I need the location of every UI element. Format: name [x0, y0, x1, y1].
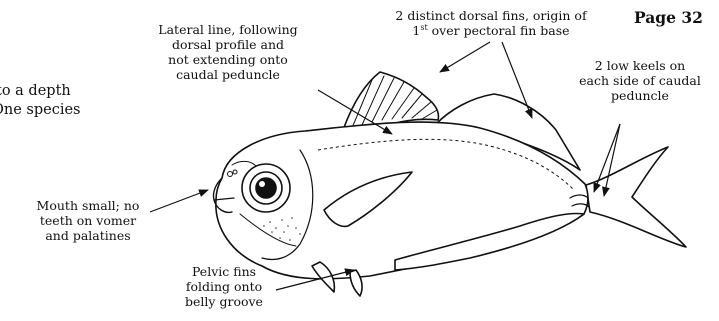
- body-text-line-1: to a depth: [0, 82, 71, 101]
- page-number: Page 32: [634, 8, 703, 27]
- dorsal-fins-label-line-2-rest: over pectoral fin base: [428, 23, 570, 38]
- lateral-line-label-line-4: caudal peduncle: [128, 67, 328, 82]
- mouth-label-line-2: teeth on vomer: [18, 213, 158, 228]
- lateral-line-label-line-1: Lateral line, following: [128, 22, 328, 37]
- caudal-fin: [586, 147, 686, 247]
- pelvic-fins-label-line-3: belly groove: [172, 294, 276, 309]
- keels-label-line-1: 2 low keels on: [572, 58, 708, 73]
- mouth-leader: [150, 190, 208, 212]
- pelvic-fins-label-line-2: folding onto: [172, 279, 276, 294]
- dorsal-fins-label-line-2: 1st over pectoral fin base: [368, 23, 614, 38]
- mouth-label-line-1: Mouth small; no: [18, 198, 158, 213]
- dorsal-fins-label-line-1: 2 distinct dorsal fins, origin of: [368, 8, 614, 23]
- dorsal-leader-1: [440, 42, 490, 72]
- lateral-line-label-line-2: dorsal profile and: [128, 37, 328, 52]
- keels-label-line-3: peduncle: [572, 88, 708, 103]
- lateral-line-label-line-3: not extending onto: [128, 52, 328, 67]
- keels-label: 2 low keels on each side of caudal pedun…: [572, 58, 708, 103]
- pelvic-fins-label: Pelvic fins folding onto belly groove: [172, 264, 276, 309]
- dorsal-fins-label: 2 distinct dorsal fins, origin of 1st ov…: [368, 8, 614, 38]
- pelvic-fins-label-line-1: Pelvic fins: [172, 264, 276, 279]
- body-text-line-2: One species: [0, 101, 81, 120]
- mouth-label-line-3: and palatines: [18, 228, 158, 243]
- lateral-line-label: Lateral line, following dorsal profile a…: [128, 22, 328, 82]
- keels-label-line-2: each side of caudal: [572, 73, 708, 88]
- mouth-label: Mouth small; no teeth on vomer and palat…: [18, 198, 158, 243]
- dorsal-fins-ordinal-suffix: st: [420, 23, 427, 32]
